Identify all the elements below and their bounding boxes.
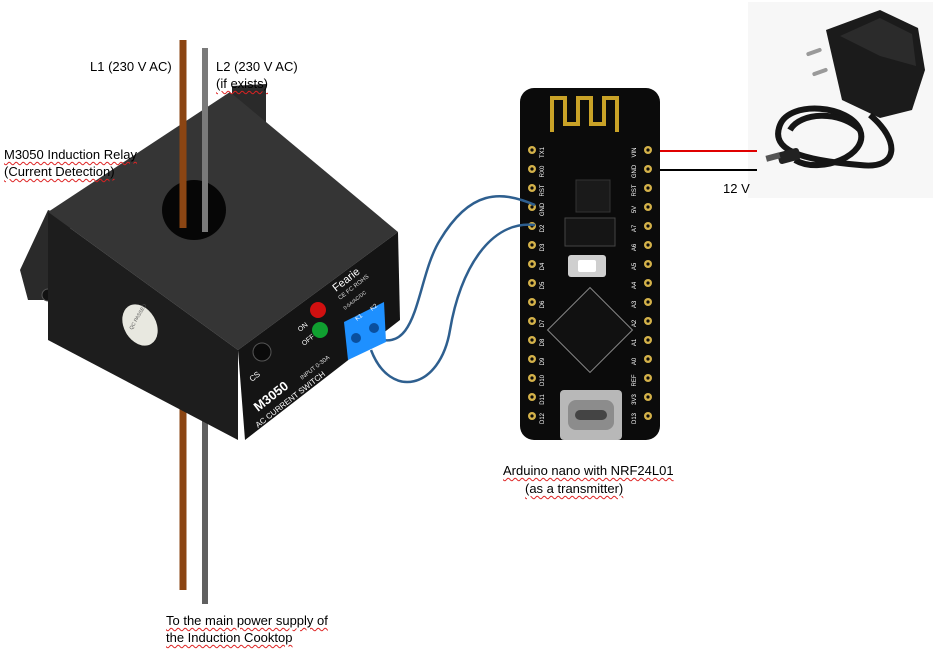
pin-label: A2 [632, 319, 638, 327]
pin-hole [530, 414, 534, 418]
supply-label-text: To the main power supply of [166, 613, 328, 628]
l2-note-text: (if exists) [216, 76, 268, 91]
voltage-label: 12 V [723, 181, 750, 196]
relay-k2: K2 [370, 303, 380, 313]
power-adapter-image [748, 2, 933, 198]
pin-label: A0 [632, 357, 638, 365]
relay-title: M3050 Induction Relay [4, 146, 137, 163]
arduino-label: Arduino nano with NRF24L01 [503, 462, 674, 479]
pin-label: D10 [540, 374, 546, 386]
pin-label: D5 [540, 281, 546, 289]
supply-label: To the main power supply of [166, 612, 328, 629]
pin-hole [530, 186, 534, 190]
pin-hole [646, 414, 650, 418]
pin-hole [646, 376, 650, 380]
pin-label: D7 [540, 319, 546, 327]
l2-label: L2 (230 V AC) [216, 59, 298, 74]
pin-hole [646, 243, 650, 247]
pin-hole [646, 186, 650, 190]
signal-wire-k2 [369, 223, 536, 384]
pin-label: GND [632, 164, 638, 178]
pin-hole [530, 319, 534, 323]
pin-label: D2 [540, 224, 546, 232]
pin-hole [530, 376, 534, 380]
relay-on: ON [297, 322, 310, 334]
pin-label: D6 [540, 300, 546, 308]
pin-hole [530, 262, 534, 266]
pin-label: A6 [632, 243, 638, 251]
arduino-sublabel-text: (as a transmitter) [525, 481, 624, 496]
pin-hole [646, 395, 650, 399]
pin-hole [530, 300, 534, 304]
pin-label: D4 [540, 262, 546, 270]
pin-hole [530, 205, 534, 209]
pin-label: RX0 [540, 165, 546, 177]
pin-label: D13 [632, 412, 638, 424]
pin-label: D3 [540, 243, 546, 251]
arduino-sublabel: (as a transmitter) [525, 480, 623, 497]
pin-label: TX1 [540, 146, 546, 158]
pin-hole [530, 357, 534, 361]
pin-hole [646, 300, 650, 304]
pin-label: REF [632, 374, 638, 386]
pin-hole [646, 262, 650, 266]
pin-hole [530, 281, 534, 285]
pin-hole [646, 205, 650, 209]
pin-label: GND [540, 202, 546, 216]
pin-hole [530, 243, 534, 247]
pin-label: D12 [540, 412, 546, 424]
supply-sublabel: the Induction Cooktop [166, 629, 292, 646]
pin-label: 5V [632, 206, 638, 213]
pin-label: D9 [540, 357, 546, 365]
pin-hole [646, 167, 650, 171]
relay-title-text: M3050 Induction Relay [4, 147, 137, 162]
pin-label: 3V3 [632, 394, 638, 405]
l1-label: L1 (230 V AC) [90, 59, 172, 74]
pin-hole [530, 395, 534, 399]
relay-subtitle: (Current Detection) [4, 163, 115, 180]
signal-wire-k1 [370, 195, 536, 342]
pin-label: VIN [632, 147, 638, 157]
pin-label: RST [632, 184, 638, 196]
pin-hole [646, 224, 650, 228]
pin-hole [530, 338, 534, 342]
pin-label: RST [540, 184, 546, 196]
arduino-label-text: Arduino nano with NRF24L01 [503, 463, 674, 478]
pin-label: A3 [632, 300, 638, 308]
pin-hole [646, 338, 650, 342]
pin-label: D11 [540, 394, 546, 405]
pin-label: A7 [632, 224, 638, 232]
relay-subtitle-text: (Current Detection) [4, 164, 115, 179]
supply-sublabel-text: the Induction Cooktop [166, 630, 293, 645]
pin-hole [530, 148, 534, 152]
pin-hole [646, 357, 650, 361]
l2-note: (if exists) [216, 75, 268, 92]
arduino-nano-board [520, 88, 660, 440]
pin-label: A1 [632, 338, 638, 346]
pin-hole [646, 319, 650, 323]
relay-k1: K1 [355, 313, 365, 323]
pin-label: A5 [632, 262, 638, 270]
pin-hole [646, 148, 650, 152]
pin-label: A4 [632, 281, 638, 289]
pin-hole [530, 167, 534, 171]
m3050-relay-image [20, 84, 400, 440]
pin-label: D8 [540, 338, 546, 346]
pin-hole [646, 281, 650, 285]
